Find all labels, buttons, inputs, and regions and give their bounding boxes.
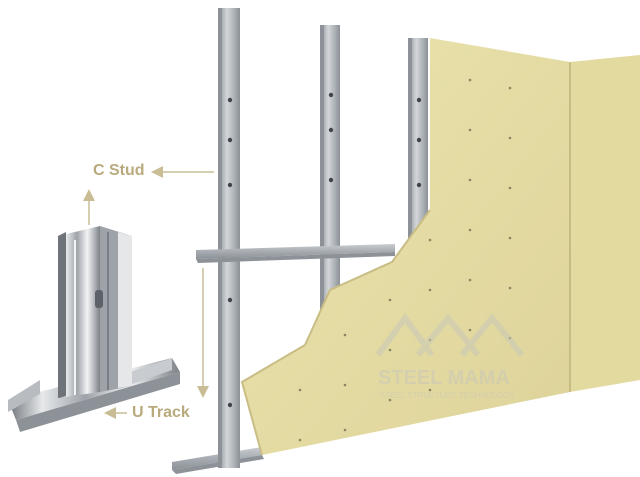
watermark-tagline: STEEL STRUCTURE TECHNOLOGY [380,391,515,400]
u-track-label: U Track [132,404,190,421]
stud-track-closeup [8,226,180,432]
u-track-arrow [104,268,209,419]
c-stud-left [218,8,240,468]
c-stud-label: C Stud [93,162,145,179]
watermark-brand: STEEL MAMA [378,367,510,389]
c-stud-right [408,38,428,263]
gypsum-board [240,38,640,456]
watermark-logo: STEEL MAMA STEEL STRUCTURE TECHNOLOGY [375,312,525,400]
horizontal-track [196,244,395,263]
c-stud-arrow [83,166,214,225]
